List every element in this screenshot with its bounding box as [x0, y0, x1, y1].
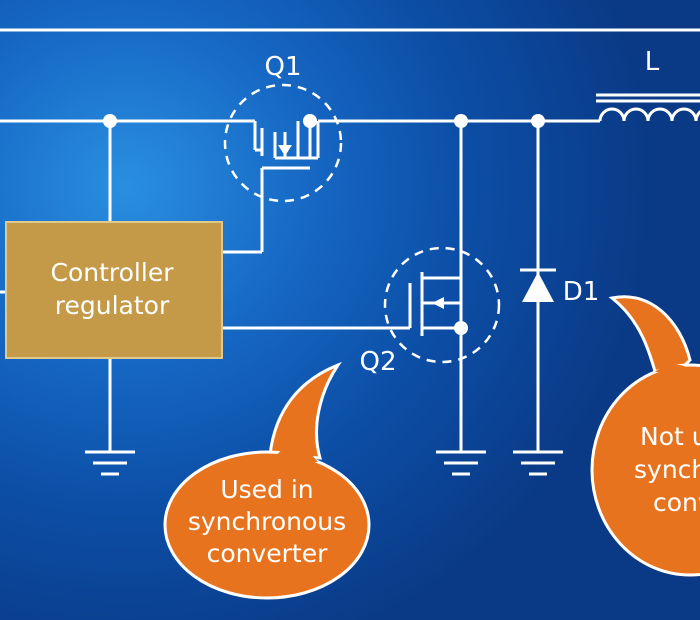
q2-arrow-icon: [432, 297, 444, 309]
callout-q2-line3: converter: [207, 539, 329, 568]
callout-d1-line2: synch: [634, 455, 700, 484]
callout-q2: Used in synchronous converter: [163, 361, 371, 600]
q2-label: Q2: [359, 347, 396, 377]
controller-label-line2: regulator: [55, 291, 170, 320]
callout-d1-line1: Not u: [640, 422, 700, 451]
ground-icon: [85, 450, 135, 476]
inductor-l: [596, 93, 700, 122]
ground-icon: [436, 450, 486, 476]
ground-icon: [513, 450, 563, 476]
inductor-label: L: [645, 47, 660, 77]
d1-diode: [520, 268, 556, 302]
ground-symbols: [85, 450, 563, 476]
callout-q2-line2: synchronous: [188, 507, 346, 536]
d1-label: D1: [563, 277, 600, 307]
controller-block: [5, 221, 223, 359]
controller-label-line1: Controller: [51, 258, 175, 287]
callout-d1: Not u synch conv: [590, 295, 700, 577]
callout-d1-line3: conv: [653, 488, 700, 517]
q1-arrow-icon: [278, 145, 292, 156]
callout-q2-line1: Used in: [220, 475, 313, 504]
q1-transistor: [223, 83, 343, 203]
q1-label: Q1: [264, 52, 301, 82]
junction-dots: [103, 114, 545, 335]
